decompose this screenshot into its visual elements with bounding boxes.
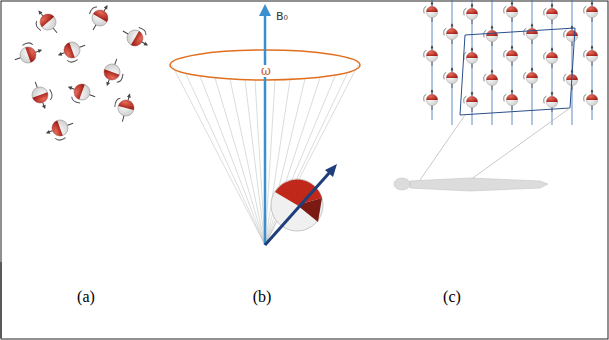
precession-cone bbox=[170, 4, 360, 245]
field-label: B₀ bbox=[276, 11, 288, 22]
random-spins bbox=[11, 0, 154, 144]
aligned-spins bbox=[394, 0, 598, 191]
frequency-label: ω bbox=[260, 65, 272, 77]
panel-label: (a) bbox=[77, 289, 95, 305]
panel-label: (c) bbox=[443, 289, 461, 305]
panel-label: (b) bbox=[253, 289, 272, 305]
